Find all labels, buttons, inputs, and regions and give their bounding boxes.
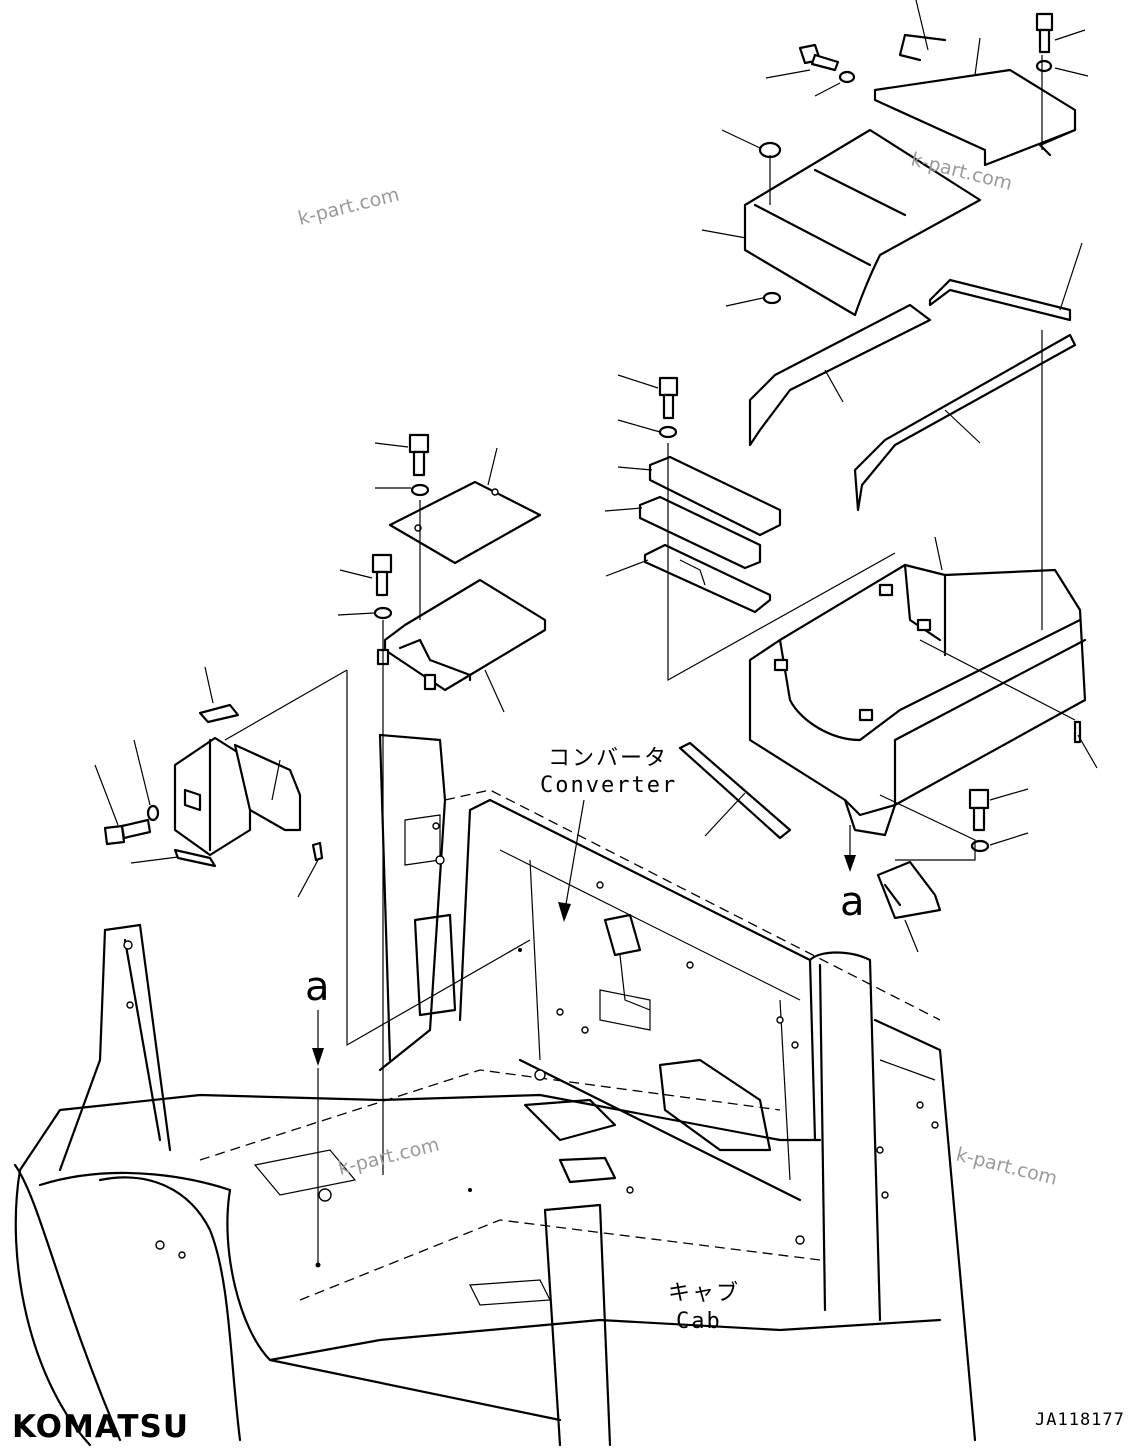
leader-lines: [94, 0, 1098, 1175]
watermark-1: k-part.com: [296, 183, 402, 229]
converter-label-en: Converter: [540, 773, 677, 798]
watermark-4: k-part.com: [954, 1144, 1060, 1190]
seal-strips: [748, 278, 1077, 512]
komatsu-logo: KOMATSU: [12, 1409, 189, 1445]
cab-label-en: Cab: [676, 1309, 722, 1334]
duct: [876, 860, 942, 920]
view-arrows: [312, 799, 856, 1265]
main-cover: [743, 128, 982, 317]
top-fasteners: [758, 12, 1054, 305]
drawing-code: JA118177: [1035, 1410, 1125, 1430]
view-label-a-right: a: [840, 879, 865, 925]
top-cover-plate: [873, 33, 1077, 167]
converter-label-jp: コンバータ: [548, 746, 668, 771]
tray-seal: [678, 741, 792, 840]
view-label-a-left: a: [305, 964, 330, 1010]
tray: [748, 563, 1087, 837]
middle-fasteners: [371, 376, 679, 620]
converter-box: [376, 578, 547, 692]
mount-blocks: [638, 455, 782, 614]
bracket-assembly: [103, 703, 324, 868]
lower-fasteners: [968, 720, 1082, 853]
cab-label-jp: キャブ: [668, 1281, 740, 1306]
watermark-3: k-part.com: [336, 1133, 442, 1179]
cab-frame: [13, 733, 977, 1447]
converter-plate: [388, 480, 542, 565]
